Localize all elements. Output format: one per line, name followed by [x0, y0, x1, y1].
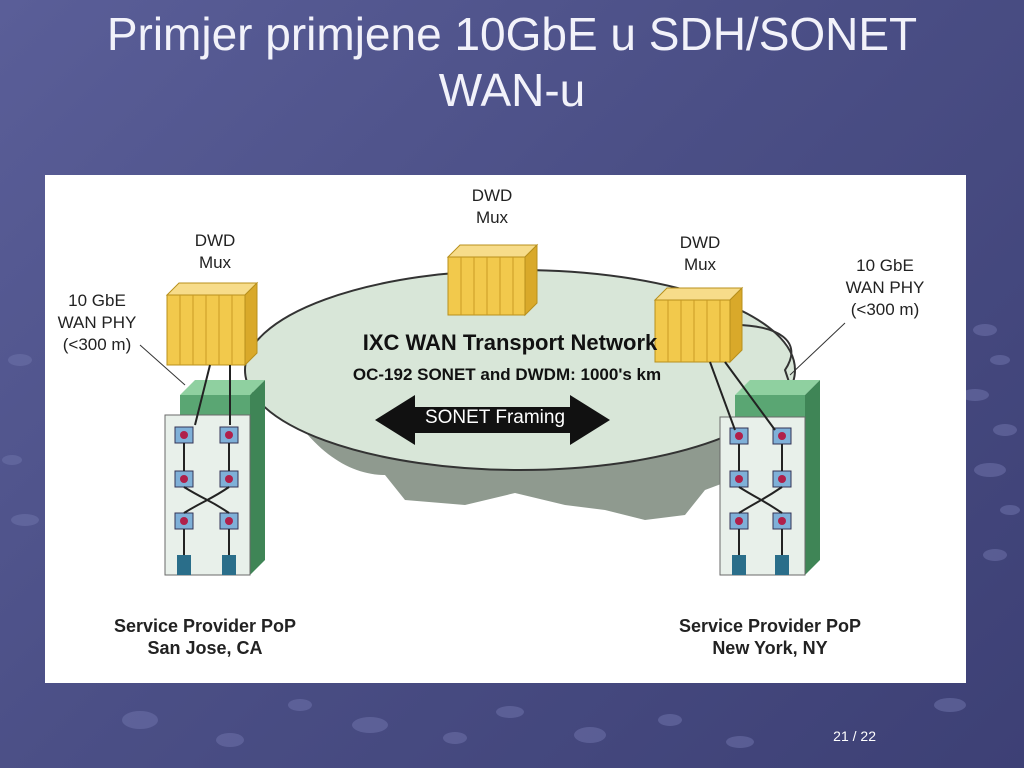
diagram-graphics	[139, 243, 846, 576]
network-title: IXC WAN Transport Network	[362, 330, 658, 355]
pop-right-label: Service Provider PoP New York, NY	[660, 615, 880, 659]
mux-left-label-line2: Mux	[198, 253, 232, 272]
slide-title-line2: WAN-u	[438, 64, 586, 116]
mux-right-label: DWD Mux	[655, 232, 745, 276]
sonet-framing-label: SONET Framing	[424, 407, 566, 428]
mux-left-box	[165, 281, 259, 367]
network-diagram: DWD Mux DWD Mux DWD Mux 10 GbE WAN PHY (…	[45, 175, 966, 683]
phy-right-pointer	[789, 322, 846, 376]
phy-right-label-line2: WAN PHY	[845, 278, 925, 297]
router-rack-left	[164, 364, 265, 576]
page-number: 21 / 22	[833, 728, 876, 744]
mux-left-label: DWD Mux	[170, 230, 260, 274]
phy-left-label-line3: (<300 m)	[62, 335, 132, 354]
mux-right-label-line1: DWD	[679, 233, 721, 252]
pop-left-label-line2: San Jose, CA	[147, 638, 263, 658]
phy-left-label: 10 GbE WAN PHY (<300 m)	[47, 290, 147, 356]
mux-center-label: DWD Mux	[447, 185, 537, 229]
phy-left-pointer	[139, 344, 186, 386]
mux-center-label-line2: Mux	[475, 208, 509, 227]
mux-left-label-line1: DWD	[194, 231, 236, 250]
mux-center-label-line1: DWD	[471, 186, 513, 205]
map-east-coast	[734, 324, 808, 406]
phy-left-label-line2: WAN PHY	[57, 313, 137, 332]
mux-right-box	[653, 286, 744, 364]
phy-right-label: 10 GbE WAN PHY (<300 m)	[835, 255, 935, 321]
router-rack-right	[709, 361, 820, 576]
pop-right-label-line2: New York, NY	[712, 638, 828, 658]
mux-center-box	[446, 243, 539, 317]
slide-title-line1: Primjer primjene 10GbE u SDH/SONET	[106, 8, 918, 60]
phy-left-label-line1: 10 GbE	[68, 291, 126, 310]
phy-right-label-line3: (<300 m)	[850, 300, 920, 319]
network-subtitle: OC-192 SONET and DWDM: 1000's km	[352, 365, 662, 384]
mux-right-label-line2: Mux	[683, 255, 717, 274]
sonet-framing-arrow	[375, 395, 610, 445]
pop-left-label-line1: Service Provider PoP	[113, 616, 297, 636]
phy-right-label-line1: 10 GbE	[856, 256, 914, 275]
pop-right-label-line1: Service Provider PoP	[678, 616, 862, 636]
pop-left-label: Service Provider PoP San Jose, CA	[95, 615, 315, 659]
slide-title: Primjer primjene 10GbE u SDH/SONET WAN-u	[0, 6, 1024, 118]
